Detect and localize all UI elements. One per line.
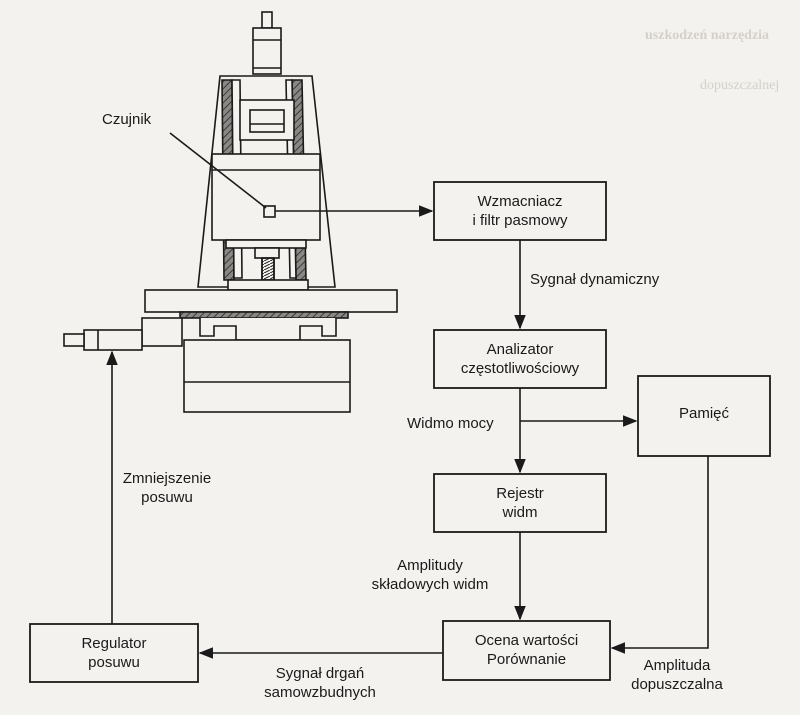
evaluation-box — [442, 620, 611, 681]
connectors — [106, 132, 709, 659]
feed-reduction-label: Zmniejszenie posuwu — [122, 470, 212, 506]
worktable — [144, 289, 398, 313]
power-spectrum-label: Widmo mocy — [407, 415, 494, 432]
memory-label: Pamięć — [678, 405, 730, 422]
spindle-housing — [211, 153, 321, 241]
regulator-box — [29, 623, 199, 683]
register-box — [433, 473, 607, 533]
spectrum-amplitudes-label: Amplitudy składowych widm — [371, 557, 489, 593]
allowed-amplitude-label: Amplituda dopuszczalna — [631, 657, 723, 693]
bleed-through-text: dopuszczalnej — [700, 78, 780, 93]
spindle-cap — [261, 11, 273, 29]
analyzer-box — [433, 329, 607, 389]
machine-base — [183, 339, 351, 413]
bleed-through-text: uszkodzeń narzędzia — [645, 28, 770, 43]
spindle-screw — [261, 257, 275, 281]
sensor-label: Czujnik — [102, 111, 152, 128]
self-excited-signal-label: Sygnał drgań samowzbudnych — [264, 665, 376, 701]
register-label: Rejestr widm — [496, 485, 544, 521]
memory-to-evaluation-arrow — [610, 456, 709, 654]
dynamic-signal-label: Sygnał dynamiczny — [530, 271, 660, 288]
machine-tool-drawing — [63, 11, 398, 413]
block-boxes — [29, 181, 771, 683]
spindle-head — [252, 27, 282, 75]
amplifier-label: Wzmacniacz i filtr pasmowy — [472, 193, 568, 229]
regulator-label: Regulator posuwu — [81, 635, 147, 671]
sensor-leader-line — [169, 132, 267, 209]
memory-box — [637, 375, 771, 457]
analyzer-label: Analizator częstotliwościowy — [460, 341, 580, 377]
evaluation-label: Ocena wartości Porównanie — [474, 632, 579, 668]
feed-motor — [141, 317, 183, 347]
amplifier-box — [433, 181, 607, 241]
